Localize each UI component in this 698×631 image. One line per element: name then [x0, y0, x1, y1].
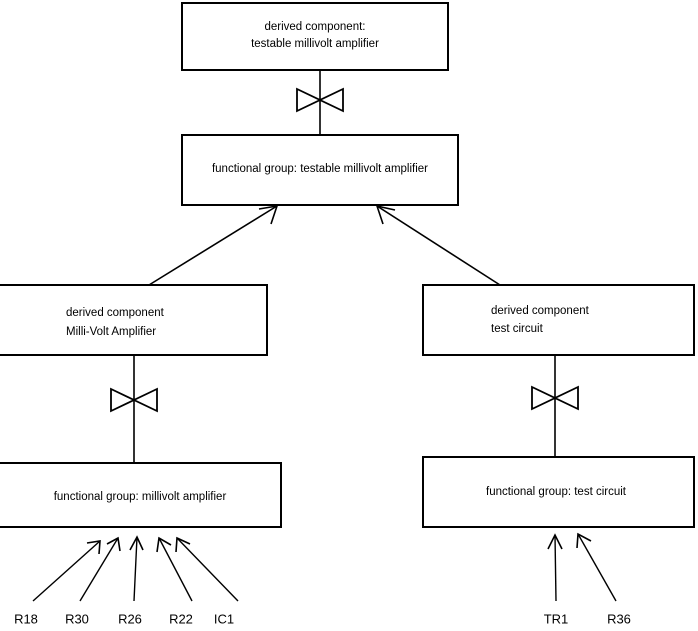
leaf-label-r18: R18 — [14, 611, 38, 626]
leaf-arrow-r36 — [576, 532, 617, 602]
node-label-line2: testable millivolt amplifier — [251, 38, 379, 50]
node-label-line1: functional group: millivolt amplifier — [54, 491, 227, 503]
leaf-arrow-r26 — [129, 535, 144, 602]
leaf-arrow-r30 — [79, 536, 121, 602]
node-label-line1: derived component — [491, 305, 590, 317]
node-label-line2: test circuit — [491, 323, 544, 335]
leaf-label-tr1: TR1 — [544, 611, 569, 626]
leaf-label-ic1: IC1 — [214, 611, 234, 626]
node-label-line1: functional group: testable millivolt amp… — [212, 163, 428, 175]
node-derived-testable-mv-amp[interactable]: derived component: testable millivolt am… — [181, 2, 449, 71]
connector-arrow-right-to-fg — [375, 204, 501, 286]
connector-group-bowtie-top — [296, 70, 344, 135]
connector-arrow-left-to-fg — [148, 204, 279, 286]
leaf-label-r22: R22 — [169, 611, 193, 626]
node-derived-test-circuit[interactable]: derived component test circuit — [422, 284, 695, 356]
node-label-line1: functional group: test circuit — [486, 486, 627, 498]
bowtie-icon-left — [110, 387, 158, 413]
leaf-label-r30: R30 — [65, 611, 89, 626]
bowtie-icon-top — [296, 87, 344, 113]
leaf-label-r36: R36 — [607, 611, 631, 626]
leaf-arrow-r18 — [32, 540, 101, 602]
connector-group-bowtie-left — [110, 355, 158, 463]
node-label-line1: derived component: — [264, 21, 365, 33]
node-fg-testable-mv-amp[interactable]: functional group: testable millivolt amp… — [181, 134, 459, 206]
node-fg-test-circuit[interactable]: functional group: test circuit — [422, 456, 695, 528]
bowtie-icon-right — [531, 385, 579, 411]
leaf-arrow-ic1 — [175, 536, 239, 602]
node-label-line2: Milli-Volt Amplifier — [66, 326, 156, 338]
node-derived-mv-amp[interactable]: derived component Milli-Volt Amplifier — [0, 284, 268, 356]
node-fg-mv-amp[interactable]: functional group: millivolt amplifier — [0, 462, 282, 528]
leaf-arrow-r22 — [156, 536, 193, 602]
leaf-label-r26: R26 — [118, 611, 142, 626]
connector-group-bowtie-right — [531, 355, 579, 457]
node-label-line1: derived component — [66, 307, 165, 319]
leaf-arrow-tr1 — [547, 533, 563, 602]
